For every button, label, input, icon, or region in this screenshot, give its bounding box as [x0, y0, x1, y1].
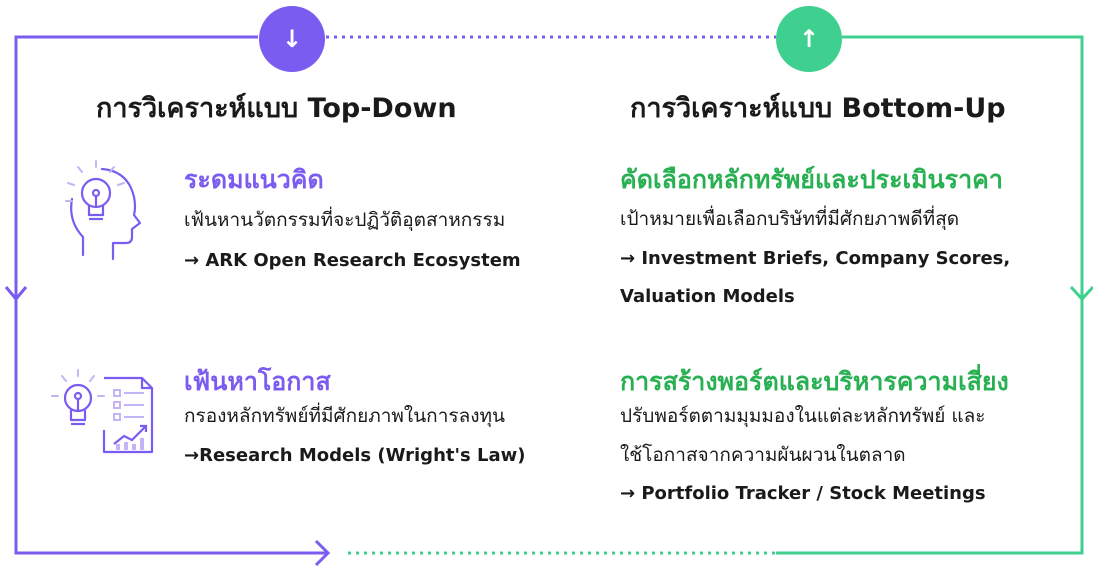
section-brainstorm-heading: ระดมแนวคิด: [184, 165, 324, 194]
left-down-arrowhead: [4, 286, 28, 302]
section-brainstorm-description: เฟ้นหานวัตกรรมที่จะปฏิวัติอุตสาหกรรม: [184, 209, 506, 231]
lightbulb-document-chart-icon: [51, 369, 154, 454]
section-portfolio-description-line2: ใช้โอกาสจากความผันผวนในตลาด: [620, 444, 906, 466]
section-opportunity-reference: →Research Models (Wright's Law): [184, 445, 526, 466]
bottom-up-title: การวิเคราะห์แบบ Bottom-Up: [630, 93, 1006, 124]
head-lightbulb-icon: [65, 160, 142, 261]
bottom-up-arrow-badge: ↑: [776, 6, 842, 72]
arrow-down-icon: ↓: [281, 25, 303, 53]
section-portfolio-reference: → Portfolio Tracker / Stock Meetings: [620, 483, 986, 504]
section-selection-reference-line2: Valuation Models: [620, 286, 795, 307]
section-selection-heading: คัดเลือกหลักทรัพย์และประเมินราคา: [620, 165, 1003, 194]
section-portfolio-description-line1: ปรับพอร์ตตามมุมมองในแต่ละหลักทรัพย์ และ: [620, 405, 986, 427]
top-down-arrow-badge: ↓: [259, 6, 325, 72]
section-selection-description: เป้าหมายเพื่อเลือกบริษัทที่มีศักยภาพดีที…: [620, 208, 960, 230]
section-portfolio-heading: การสร้างพอร์ตและบริหารความเสี่ยง: [620, 367, 1009, 396]
section-selection-reference-line1: → Investment Briefs, Company Scores,: [620, 248, 1011, 269]
section-opportunity-heading: เฟ้นหาโอกาส: [184, 367, 331, 396]
section-opportunity-description: กรองหลักทรัพย์ที่มีศักยภาพในการลงทุน: [184, 405, 505, 427]
top-down-title: การวิเคราะห์แบบ Top-Down: [96, 93, 457, 124]
bottom-up-flow-line: [776, 35, 1084, 555]
bottom-right-arrowhead: [314, 539, 331, 567]
top-down-flow-line: [14, 35, 328, 555]
arrow-up-icon: ↑: [798, 25, 820, 53]
section-brainstorm-reference: → ARK Open Research Ecosystem: [184, 250, 521, 271]
right-down-arrowhead: [1069, 285, 1093, 302]
